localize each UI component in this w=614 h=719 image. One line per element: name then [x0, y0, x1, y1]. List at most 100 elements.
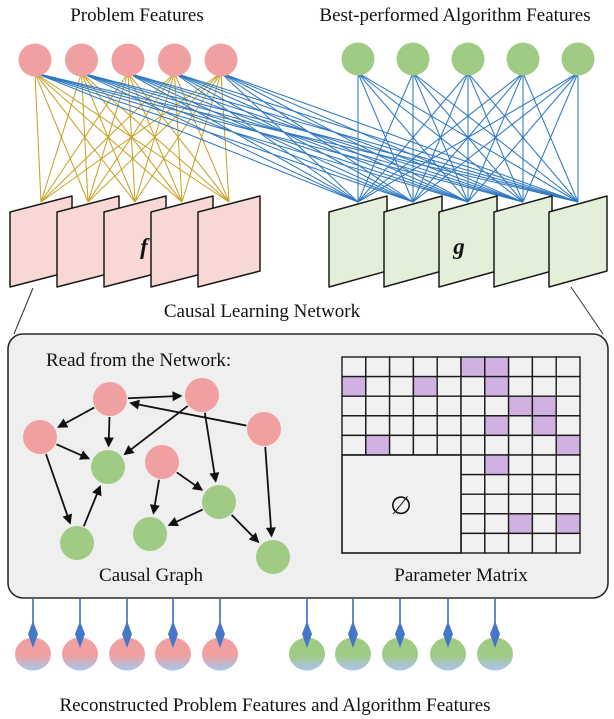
matrix-cell [507, 473, 534, 495]
algorithm-features-label: Best-performed Algorithm Features [319, 5, 590, 26]
matrix-cell [365, 356, 391, 378]
causal-edge-arrow [103, 416, 114, 448]
problem-feature-node [111, 43, 145, 77]
problem-feature-node [158, 43, 191, 77]
matrix-cell [460, 532, 486, 554]
matrix-cell [460, 356, 486, 378]
reconstructed-problem-node [15, 637, 51, 671]
matrix-cell [531, 513, 557, 535]
matrix-cell [507, 532, 534, 554]
matrix-cell [555, 513, 581, 535]
causal-edge-arrow [176, 471, 204, 491]
reconstructed-features [15, 599, 513, 671]
matrix-cell [436, 375, 462, 397]
matrix-cell [531, 473, 557, 495]
connection-line [467, 72, 579, 203]
matrix-cell [531, 532, 557, 554]
matrix-cell [460, 513, 486, 535]
matrix-cell [484, 532, 510, 554]
reconstruction-arrow-diamond [490, 621, 500, 648]
matrix-cell [507, 513, 534, 535]
graph-problem-node [247, 412, 281, 446]
causal-edge-arrow [167, 508, 204, 527]
matrix-cell [555, 532, 581, 554]
matrix-cell [460, 493, 486, 515]
graph-problem-node [23, 420, 57, 454]
connection-line [174, 72, 524, 203]
connection-line [412, 72, 579, 203]
matrix-cell [484, 473, 510, 495]
algorithm-feature-node [506, 42, 540, 76]
parameter-matrix-label: Parameter Matrix [394, 565, 528, 586]
matrix-cell [507, 493, 534, 515]
matrix-cell [531, 493, 557, 515]
g-network-sheet [548, 195, 608, 288]
reconstruction-arrow-diamond [395, 621, 405, 648]
connection-line [127, 72, 524, 203]
connection-line [34, 72, 579, 203]
matrix-cell [507, 434, 534, 456]
reconstruction-arrow-diamond [75, 621, 85, 648]
connection-line [522, 72, 579, 203]
graph-algorithm-node [91, 450, 125, 484]
matrix-cell [412, 434, 438, 456]
matrix-cell [460, 375, 486, 397]
graph-algorithm-node [60, 526, 94, 560]
matrix-cell [460, 395, 486, 417]
connection-line [81, 72, 359, 203]
matrix-cell [388, 415, 415, 437]
matrix-cell [388, 356, 415, 378]
graph-algorithm-node [202, 485, 236, 519]
graph-problem-node [93, 382, 127, 416]
connection-line [220, 72, 524, 203]
algorithm-feature-node [561, 42, 595, 76]
algorithm-feature-node [451, 42, 485, 76]
reconstruction-arrow-diamond [443, 621, 453, 648]
problem-feature-node [18, 43, 52, 77]
reconstructed-problem-node [155, 637, 191, 671]
matrix-cell [555, 493, 581, 515]
connection-line [357, 72, 579, 203]
causal-edge-arrow [82, 485, 102, 527]
matrix-cell [484, 415, 510, 437]
reconstruction-arrow-diamond [348, 621, 358, 648]
matrix-cell [484, 454, 510, 476]
connection-line [357, 72, 414, 203]
problem-features-label: Problem Features [70, 5, 204, 26]
connection-line [357, 72, 469, 203]
causal-edge-arrow [264, 446, 276, 538]
graph-algorithm-node [256, 540, 290, 574]
connection-line [220, 72, 579, 203]
matrix-cell [507, 415, 534, 437]
causal-edge-arrow [129, 399, 247, 427]
connection-line [34, 72, 414, 203]
reconstruction-arrow-diamond [28, 621, 38, 648]
matrix-cell [436, 415, 462, 437]
connection-line [220, 72, 469, 203]
matrix-cell [555, 375, 581, 397]
causal-edge-arrow [57, 406, 95, 428]
matrix-cell [388, 395, 415, 417]
connection-line [34, 72, 359, 203]
causal-edge-arrow [123, 405, 189, 456]
read-from-network-label: Read from the Network: [46, 350, 231, 371]
matrix-cell [412, 356, 438, 378]
reconstructed-algorithm-node [382, 637, 418, 671]
connection-line [127, 72, 414, 203]
g-network-sheet [328, 195, 388, 288]
network-connection-lines [34, 72, 579, 203]
matrix-cell [531, 395, 557, 417]
matrix-cell [531, 375, 557, 397]
matrix-cell [555, 454, 581, 476]
graph-algorithm-node [133, 517, 167, 551]
connection-line [34, 72, 42, 203]
reconstructed-problem-node [109, 637, 145, 671]
connection-line [127, 72, 359, 203]
matrix-cell [484, 493, 510, 515]
matrix-cell [555, 473, 581, 495]
problem-feature-node [65, 43, 98, 77]
matrix-cell [341, 356, 367, 378]
reconstructed-problem-node [62, 637, 98, 671]
